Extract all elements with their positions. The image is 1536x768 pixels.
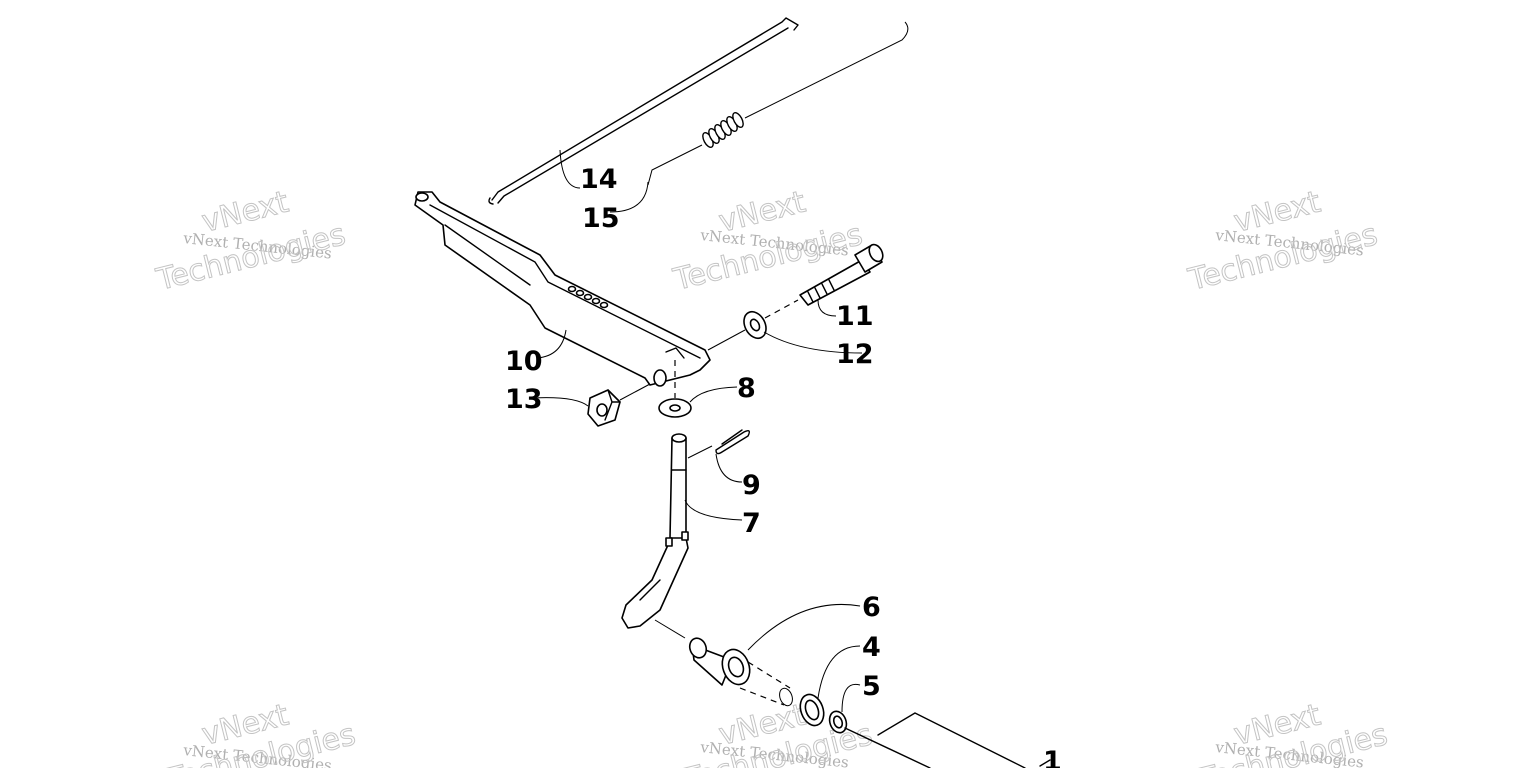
part-11-bolt (764, 243, 884, 319)
part-5-nut (828, 710, 848, 734)
callout-10: 10 (505, 346, 543, 377)
part-4-washer (799, 693, 825, 727)
part-10-arm (414, 191, 711, 398)
watermark-right-bottom: vNext Technologies vNext Technologies (1194, 697, 1391, 768)
leader-lines (532, 149, 863, 713)
part-8-washer (658, 398, 692, 418)
arm-holes (567, 285, 609, 309)
callout-11: 11 (836, 301, 874, 332)
callout-12: 12 (836, 339, 874, 370)
callout-labels: 1 4 5 6 7 8 9 10 11 12 13 14 15 (505, 164, 1062, 768)
part-13-nut (587, 383, 651, 427)
watermark-big-text: vNext (1230, 185, 1324, 240)
watermark-left-bottom: vNext Technologies vNext Technologies (162, 697, 359, 768)
callout-6: 6 (862, 592, 881, 623)
callout-8: 8 (737, 373, 756, 404)
callout-5: 5 (862, 671, 881, 702)
part-6-bushing (688, 637, 793, 707)
part-9-cotter-pin (687, 429, 751, 459)
part-15-spring (647, 21, 909, 186)
watermark-big-text: vNext (715, 185, 809, 240)
watermark-center-bottom: vNext Technologies vNext Technologies (679, 697, 876, 768)
callout-7: 7 (742, 508, 761, 539)
watermark-big-text: Technologies (1184, 217, 1380, 298)
callout-15: 15 (582, 203, 620, 234)
callout-1: 1 (1043, 746, 1062, 768)
callout-14: 14 (580, 164, 618, 195)
watermark-right-top: vNext Technologies vNext Technologies (1184, 184, 1381, 298)
callout-9: 9 (742, 470, 761, 501)
watermark-left-top: vNext Technologies vNext Technologies (152, 184, 349, 298)
part-12-washer (707, 310, 767, 351)
watermark-big-text: vNext (198, 185, 292, 240)
part-1-shaft (844, 712, 1051, 768)
callout-4: 4 (862, 632, 881, 663)
watermark-big-text: Technologies (152, 217, 348, 298)
part-7-lever (621, 433, 689, 639)
part-14-rod (488, 17, 799, 205)
callout-13: 13 (505, 384, 543, 415)
